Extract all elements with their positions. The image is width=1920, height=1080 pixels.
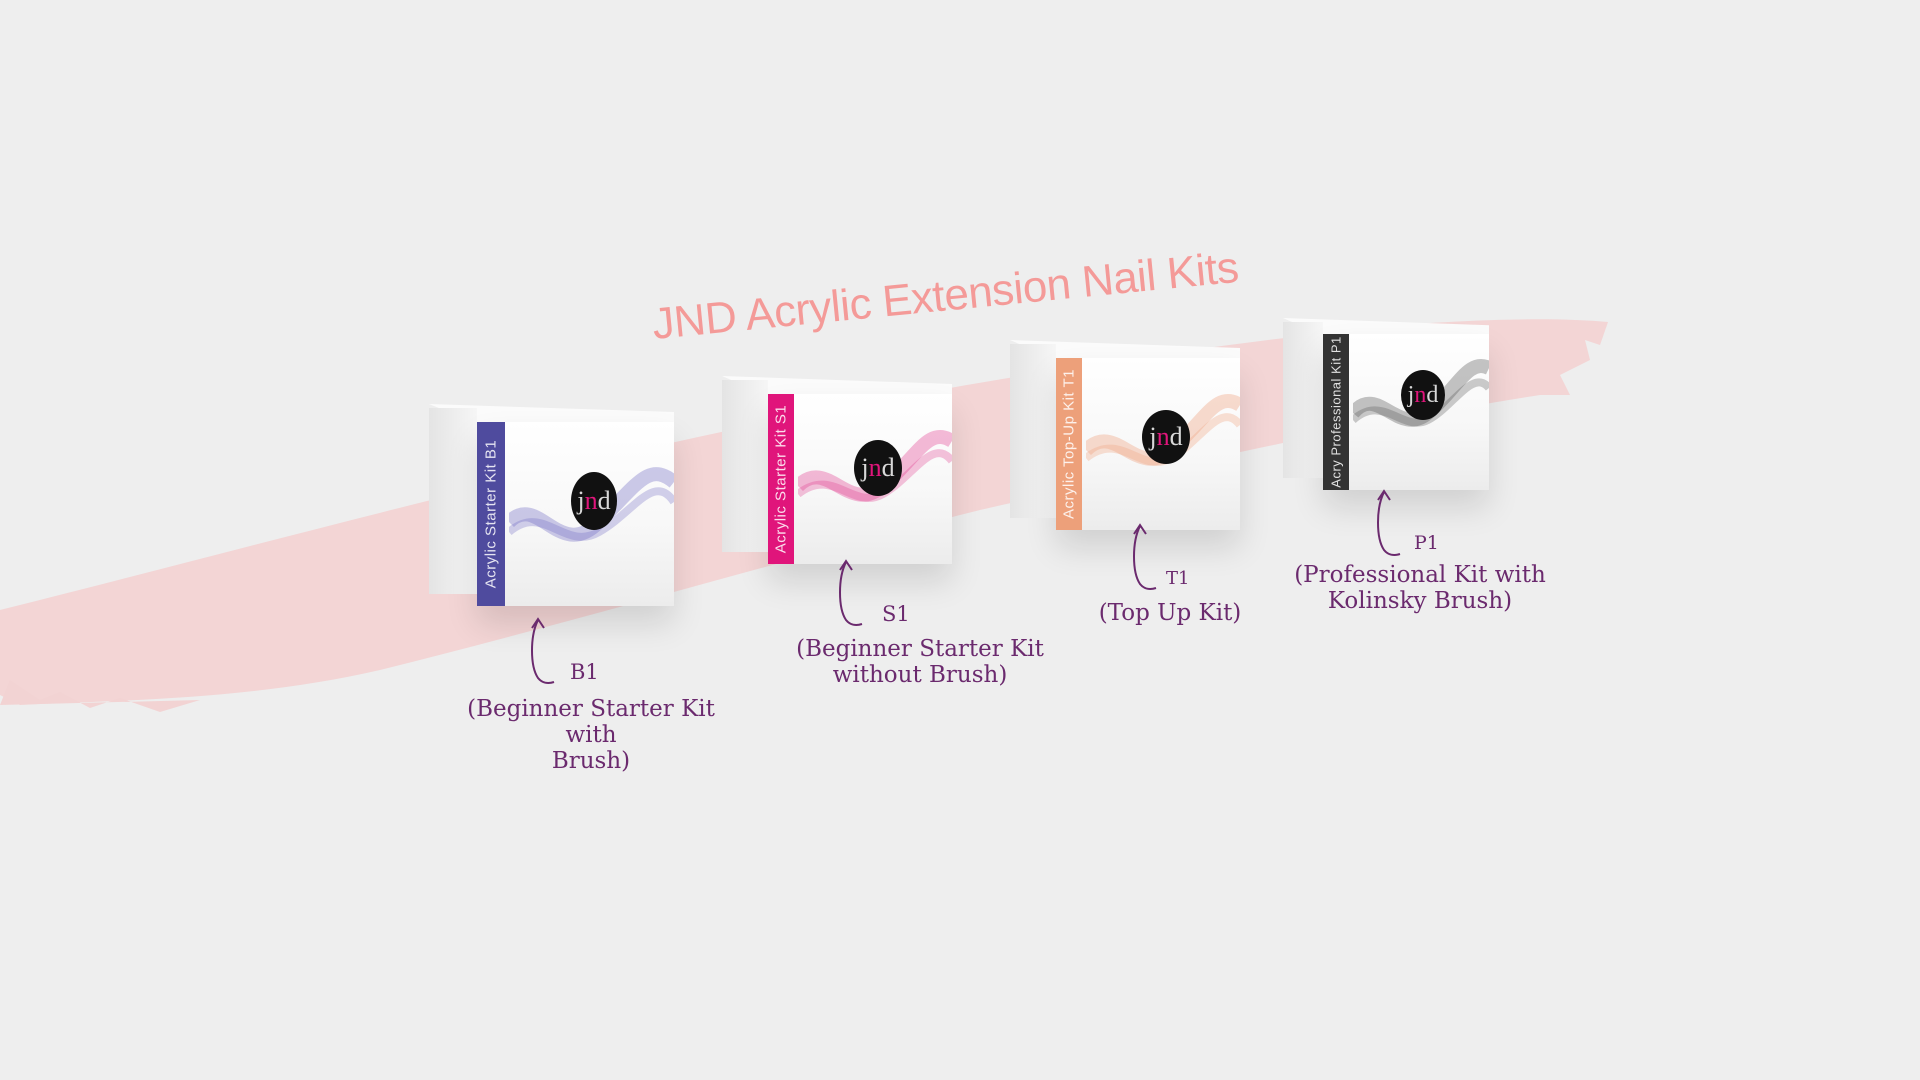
kit-band: Acrylic Top-Up Kit T1 <box>1056 358 1082 530</box>
kit-band: Acrylic Starter Kit S1 <box>768 394 794 564</box>
kit-band: Acrylic Starter Kit B1 <box>477 422 505 606</box>
kit-description-b1: (Beginner Starter Kit with Brush) <box>467 696 715 774</box>
kit-band: Acry Professional Kit P1 <box>1323 334 1349 490</box>
kit-box-label: Acry Professional Kit P1 <box>1328 336 1344 488</box>
kit-box-label: Acrylic Starter Kit S1 <box>772 404 790 554</box>
kit-box-label: Acrylic Starter Kit B1 <box>482 439 500 589</box>
kit-code-t1: T1 <box>1166 568 1190 589</box>
arrow-up-icon <box>531 617 555 684</box>
kit-description-t1: (Top Up Kit) <box>1098 600 1242 626</box>
arrow-up-icon <box>839 559 863 626</box>
arrow-up-icon <box>1377 489 1401 556</box>
kit-description-s1: (Beginner Starter Kit without Brush) <box>796 636 1044 688</box>
arrow-up-icon <box>1133 523 1157 590</box>
kit-code-p1: P1 <box>1414 532 1439 554</box>
kit-box-label: Acrylic Top-Up Kit T1 <box>1060 369 1078 519</box>
kit-code-b1: B1 <box>570 660 599 684</box>
kit-code-s1: S1 <box>882 602 910 626</box>
kit-description-p1: (Professional Kit with Kolinsky Brush) <box>1294 562 1546 614</box>
